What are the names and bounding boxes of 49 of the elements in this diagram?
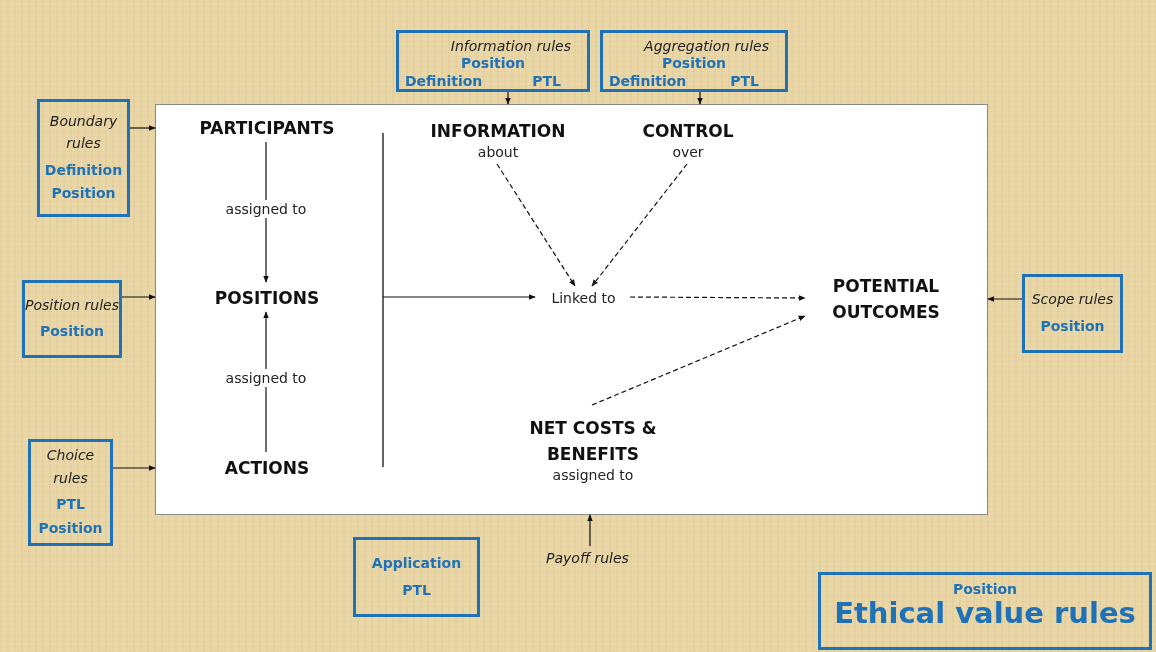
arrow: [987, 296, 1023, 302]
heading-text: Application: [371, 554, 462, 574]
body-text: about: [477, 144, 519, 161]
heading-text: Position rules: [25, 295, 119, 315]
heading-text: INFORMATION: [430, 119, 566, 143]
arrow: [112, 465, 156, 471]
body-text: PTL: [402, 581, 431, 600]
body-text: Position: [459, 56, 527, 71]
body-text: assigned to: [552, 467, 634, 484]
arrow: [263, 311, 269, 453]
arrow: [382, 294, 536, 300]
heading-text: ACTIONS: [224, 456, 310, 480]
heading-text: Information rules: [449, 37, 572, 54]
body-text: Position: [39, 322, 105, 342]
heading-text: POSITIONS: [214, 286, 320, 310]
heading-text: Boundary rules: [48, 111, 119, 154]
heading-text: Position: [952, 581, 1018, 598]
body-text: Definition: [405, 72, 484, 89]
arrow: [697, 91, 703, 105]
heading-text: CONTROL: [642, 119, 734, 143]
heading-text: Payoff rules: [546, 549, 629, 567]
heading-text: Aggregation rules: [642, 37, 770, 54]
heading-text: Linked to: [551, 289, 616, 307]
heading-text: NET COSTS & BENEFITS: [528, 416, 658, 466]
body-text: Position: [1040, 316, 1105, 336]
arrow: [496, 163, 576, 287]
arrow: [263, 141, 269, 283]
heading-text: PARTICIPANTS: [199, 116, 335, 140]
heading-text: POTENTIAL OUTCOMES: [831, 274, 941, 324]
body-text: PTL: [729, 72, 760, 89]
body-text: Position: [660, 56, 728, 71]
diagram-panel: [155, 104, 988, 515]
body-text: PTL: [56, 495, 85, 515]
body-text: Definition: [609, 72, 688, 89]
body-text: Ethical value rules: [834, 597, 1136, 631]
heading-text: Choice rules: [45, 446, 96, 488]
body-text: Position: [38, 518, 103, 538]
arrow: [629, 295, 806, 301]
body-text: Position: [51, 184, 116, 204]
body-text: Definition: [44, 160, 123, 180]
arrow: [591, 163, 688, 287]
arrow: [587, 514, 593, 547]
arrow: [591, 315, 806, 406]
arrow: [129, 125, 156, 131]
arrow: [121, 294, 156, 300]
body-text: over: [672, 144, 704, 161]
heading-text: Scope rules: [1031, 290, 1114, 310]
arrow: [505, 91, 511, 105]
body-text: PTL: [531, 72, 562, 89]
